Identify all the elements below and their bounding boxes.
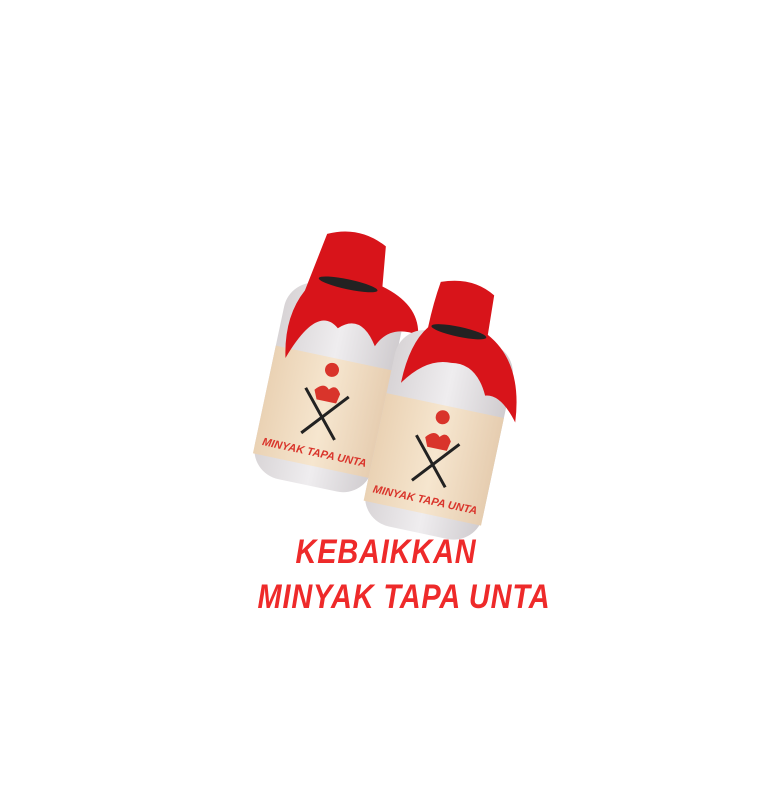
swords-icon	[300, 387, 350, 441]
red-cloth	[285, 231, 419, 358]
logo-icon	[435, 410, 450, 425]
camel-icon	[314, 385, 341, 404]
headline-line-2: MINYAK TAPA UNTA	[257, 578, 551, 616]
red-cloth	[400, 280, 517, 423]
bottle-right: MINYAK TAPA UNTA	[363, 280, 517, 540]
bottle-left: MINYAK TAPA UNTA	[252, 231, 419, 493]
camel-icon	[425, 433, 451, 451]
headline-line-1: KEBAIKKAN	[295, 533, 477, 571]
logo-icon	[325, 362, 340, 377]
swords-icon	[411, 434, 461, 489]
